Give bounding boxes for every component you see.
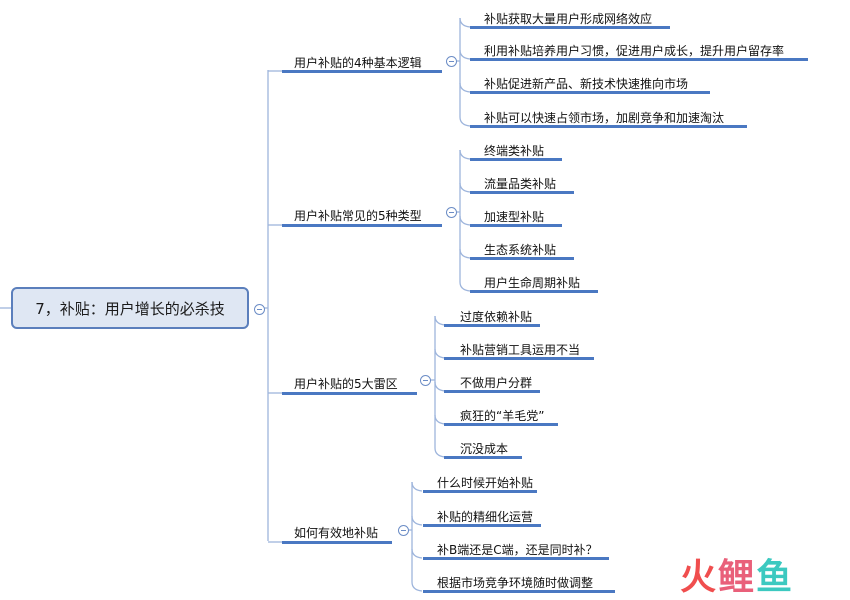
leaf-underline [444, 390, 540, 393]
connector-line [459, 49, 471, 60]
leaf-label[interactable]: 加速型补贴 [484, 210, 545, 224]
connector-line [459, 149, 471, 160]
leaf-underline [470, 158, 562, 161]
leaf-underline [470, 191, 574, 194]
root-node[interactable]: 7，补贴：用户增长的必杀技 [11, 287, 249, 329]
leaf-label[interactable]: 补贴促进新产品、新技术快速推向市场 [484, 77, 689, 91]
leaf-label[interactable]: 不做用户分群 [460, 376, 533, 390]
leaf-label[interactable]: 疯狂的“羊毛党” [460, 409, 545, 423]
leaf-label[interactable]: 补贴的精细化运营 [437, 510, 534, 524]
branch-underline [282, 70, 442, 73]
logo-fire: 火 [680, 557, 719, 598]
collapse-icon[interactable] [446, 207, 457, 218]
leaf-label[interactable]: 补贴可以快速占领市场，加剧竞争和加速淘汰 [484, 111, 725, 125]
leaf-underline [470, 224, 562, 227]
leaf-label[interactable]: 过度依赖补贴 [460, 310, 533, 324]
branch-underline [282, 541, 392, 544]
branch-underline [282, 392, 417, 395]
leaf-underline [470, 125, 747, 128]
leaf-underline [470, 26, 670, 29]
leaf-label[interactable]: 什么时候开始补贴 [437, 476, 534, 490]
logo-li: 鲤 [718, 557, 757, 598]
connector-line [434, 447, 446, 458]
root-label: 7，补贴：用户增长的必杀技 [35, 299, 225, 318]
logo-yu: 鱼 [756, 557, 795, 598]
branch-underline [282, 224, 442, 227]
leaf-underline [444, 357, 594, 360]
leaf-underline [423, 590, 615, 593]
collapse-icon[interactable] [446, 56, 457, 67]
leaf-label[interactable]: 补贴营销工具运用不当 [460, 343, 581, 357]
connector-line [434, 414, 446, 425]
leaf-underline [470, 91, 710, 94]
leaf-underline [470, 290, 598, 293]
leaf-underline [423, 490, 537, 493]
branch-label-4[interactable]: 如何有效地补贴 [294, 526, 379, 540]
branch-label-2[interactable]: 用户补贴常见的5种类型 [294, 209, 422, 223]
leaf-underline [470, 257, 574, 260]
leaf-underline [470, 58, 808, 61]
connector-line [459, 82, 471, 93]
watermark-logo: 火鲤鱼 [680, 548, 794, 600]
connector-line [459, 17, 471, 28]
connector-line [434, 381, 446, 392]
leaf-underline [444, 324, 540, 327]
connector-line [434, 315, 446, 326]
connector-line [459, 248, 471, 259]
leaf-underline [444, 456, 522, 459]
leaf-label[interactable]: 利用补贴培养用户习惯，促进用户成长，提升用户留存率 [484, 44, 785, 58]
connector-line [459, 182, 471, 193]
connector-line [411, 515, 423, 526]
connector-line [411, 581, 423, 592]
leaf-label[interactable]: 根据市场竞争环境随时做调整 [437, 576, 594, 590]
root-collapse-icon[interactable] [254, 304, 265, 315]
leaf-label[interactable]: 沉没成本 [460, 442, 509, 456]
collapse-icon[interactable] [420, 375, 431, 386]
leaf-underline [444, 423, 558, 426]
connector-line [459, 116, 471, 127]
leaf-label[interactable]: 用户生命周期补贴 [484, 276, 581, 290]
branch-label-1[interactable]: 用户补贴的4种基本逻辑 [294, 56, 422, 70]
leaf-underline [423, 524, 541, 527]
connector-line [459, 215, 471, 226]
leaf-label[interactable]: 生态系统补贴 [484, 243, 557, 257]
connector-line [411, 548, 423, 559]
branch-label-3[interactable]: 用户补贴的5大雷区 [294, 377, 398, 391]
leaf-label[interactable]: 补B端还是C端，还是同时补？ [437, 543, 598, 557]
leaf-label[interactable]: 终端类补贴 [484, 144, 545, 158]
leaf-label[interactable]: 流量品类补贴 [484, 177, 557, 191]
connector-line [459, 281, 471, 292]
leaf-label[interactable]: 补贴获取大量用户形成网络效应 [484, 12, 653, 26]
connector-line [434, 348, 446, 359]
connector-line [411, 481, 423, 492]
collapse-icon[interactable] [398, 525, 409, 536]
leaf-underline [423, 557, 609, 560]
